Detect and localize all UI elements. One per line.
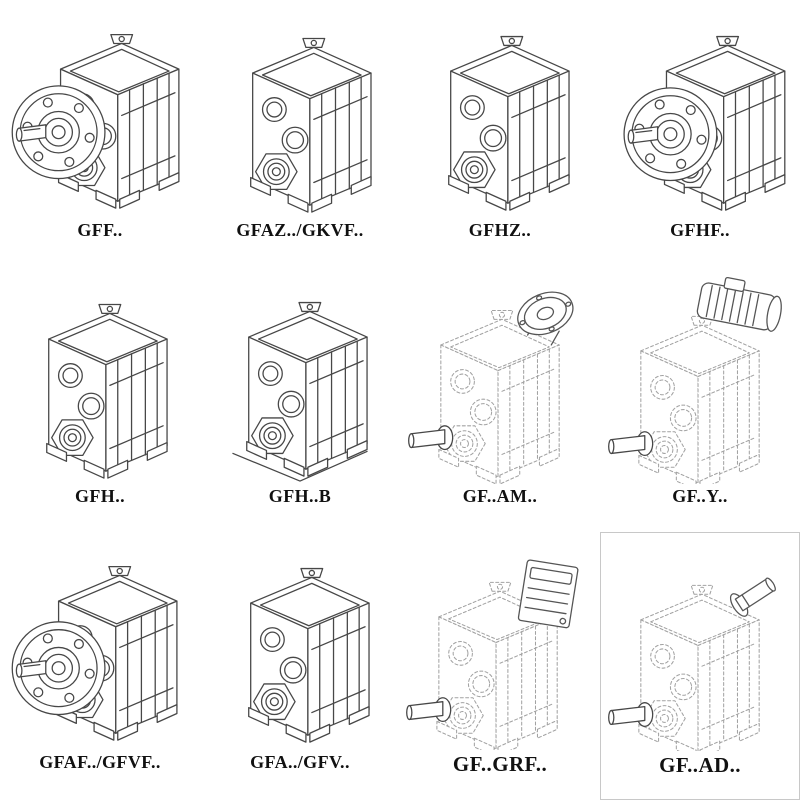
phantom-gearbox-input-flange-drawing: [408, 283, 580, 484]
flange-output-gearbox-drawing: [623, 35, 786, 211]
catalog-cell-gf-y: GF..Y..: [600, 266, 800, 532]
shaft-mounted-gearbox-drawing: [46, 303, 168, 479]
catalog-cell-gfaf-gfvf: GFAF../GFVF..: [0, 532, 200, 800]
catalog-cell-gfhf: GFHF..: [600, 0, 800, 266]
hollow-shaft-gearbox-drawing: [250, 37, 372, 213]
catalog-cell-gfhz: GFHZ..: [400, 0, 600, 266]
shaft-mounted-gearbox-base-drawing: [232, 301, 368, 482]
phantom-gearbox-input-shaft-drawing: [608, 571, 781, 751]
model-label: GFH..B: [268, 486, 332, 506]
catalog-cell-gfh-b: GFH..B: [200, 266, 400, 532]
flange-output-gearbox-drawing: [11, 565, 178, 741]
catalog-cell-gf-grf: GF..GRF..: [400, 532, 600, 800]
model-label: GFAZ../GKVF..: [236, 220, 364, 240]
model-label: GF..Y..: [672, 486, 728, 506]
model-label: GFHF..: [670, 220, 730, 240]
model-label: GFA../GFV..: [250, 752, 350, 772]
catalog-cell-gfa-gfv: GFA../GFV..: [200, 532, 400, 800]
model-label: GFHZ..: [468, 220, 532, 240]
catalog-cell-gf-am: GF..AM..: [400, 266, 600, 532]
catalog-cell-gf-ad: GF..AD..: [600, 532, 800, 800]
catalog-cell-gfaz-gkvf: GFAZ../GKVF..: [200, 0, 400, 266]
model-label: GF..GRF..: [452, 752, 548, 776]
shaft-mounted-gearbox-drawing: [248, 567, 370, 743]
model-label: GFF..: [77, 220, 123, 240]
model-label: GFAF../GFVF..: [39, 752, 161, 772]
flange-output-gearbox-drawing: [11, 33, 180, 209]
catalog-cell-gff: GFF..: [0, 0, 200, 266]
model-label: GF..AD..: [659, 753, 741, 777]
hollow-shaft-gearbox-drawing: [448, 35, 570, 211]
catalog-cell-gfh: GFH..: [0, 266, 200, 532]
phantom-gearbox-motor-drawing: [608, 272, 787, 484]
model-label: GF..AM..: [462, 486, 538, 506]
model-label: GFH..: [75, 486, 125, 506]
phantom-gearbox-adapter-box-drawing: [406, 559, 579, 750]
